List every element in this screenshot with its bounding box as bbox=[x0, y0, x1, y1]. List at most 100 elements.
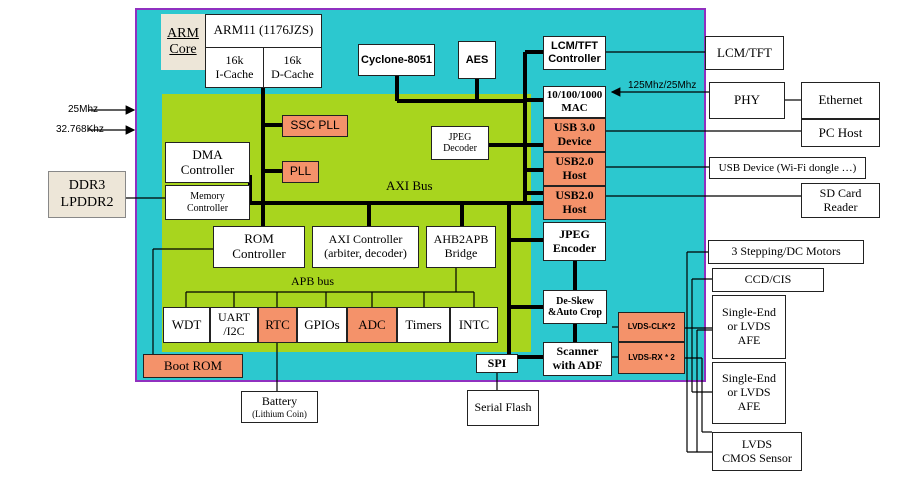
afe1-line2: or LVDS bbox=[727, 319, 771, 334]
pll-block: PLL bbox=[282, 161, 319, 183]
mac-line2: MAC bbox=[561, 102, 588, 114]
ddr-line1: DDR3 bbox=[68, 178, 106, 194]
usb2h2-line1: USB2.0 bbox=[555, 188, 594, 203]
lcm-tft-external-block: LCM/TFT bbox=[705, 36, 784, 70]
usb3-line1: USB 3.0 bbox=[553, 120, 596, 135]
usb3-line2: Device bbox=[557, 134, 592, 148]
dcache-block: 16k D-Cache bbox=[263, 47, 322, 88]
ahb-line1: AHB2APB bbox=[433, 232, 489, 247]
battery-line1: Battery bbox=[261, 393, 298, 408]
afe1-line1: Single-End bbox=[722, 305, 776, 320]
deskew-block: De-Skew &Auto Crop bbox=[543, 290, 607, 324]
jpeg-dec-line1: JPEG bbox=[448, 131, 472, 143]
rtc-block: RTC bbox=[258, 307, 297, 343]
phy-block: PHY bbox=[709, 82, 785, 119]
arm-core-line2: Core bbox=[169, 42, 197, 57]
mac-block: 10/100/1000 MAC bbox=[543, 86, 606, 118]
dcache-size: 16k bbox=[283, 52, 302, 67]
rom-controller-block: ROM Controller bbox=[213, 226, 305, 268]
dcache-label: D-Cache bbox=[271, 66, 314, 81]
memory-controller-block: Memory Controller bbox=[165, 185, 250, 220]
scanner-line2: with ADF bbox=[552, 358, 603, 372]
afe1-line3: AFE bbox=[737, 332, 761, 347]
arm-core-label: ARM Core bbox=[161, 14, 205, 70]
aes-block: AES bbox=[458, 41, 496, 79]
dma-line1: DMA bbox=[192, 146, 223, 162]
uart-i2c-block: UART /I2C bbox=[210, 307, 258, 343]
icache-size: 16k bbox=[225, 52, 244, 67]
ddr-line2: LPDDR2 bbox=[60, 194, 114, 210]
clock-25mhz-label: 25Mhz bbox=[68, 104, 99, 115]
gpios-block: GPIOs bbox=[297, 307, 347, 343]
usb2h-line2: Host bbox=[562, 168, 587, 182]
ssc-pll-block: SSC PLL bbox=[282, 115, 348, 137]
usb2h-line1: USB2.0 bbox=[555, 154, 594, 169]
axi-ctrl-line1: AXI Controller bbox=[328, 232, 403, 247]
afe2-line1: Single-End bbox=[722, 371, 776, 386]
apb-bus-label: APB bus bbox=[291, 274, 335, 288]
jpeg-decoder-block: JPEG Decoder bbox=[431, 126, 489, 160]
usb2h2-line2: Host bbox=[562, 202, 587, 216]
rom-line2: Controller bbox=[232, 246, 286, 261]
afe-block-2: Single-End or LVDS AFE bbox=[712, 362, 786, 424]
ahb-line2: Bridge bbox=[444, 246, 478, 260]
ethernet-block: Ethernet bbox=[801, 82, 880, 119]
dma-controller-block: DMA Controller bbox=[165, 142, 250, 183]
thick-bus-lines bbox=[248, 50, 577, 359]
memctrl-line1: Memory bbox=[190, 191, 225, 202]
motors-block: 3 Stepping/DC Motors bbox=[708, 240, 864, 264]
ccd-cis-block: CCD/CIS bbox=[712, 268, 824, 292]
jpeg-dec-line2: Decoder bbox=[443, 143, 477, 154]
axi-controller-block: AXI Controller (arbiter, decoder) bbox=[312, 226, 419, 268]
adc-block: ADC bbox=[347, 307, 397, 343]
battery-line2: (Lithium Coin) bbox=[252, 408, 307, 419]
jpeg-enc-line2: Encoder bbox=[552, 240, 597, 255]
afe-block-1: Single-End or LVDS AFE bbox=[712, 295, 786, 359]
axi-ctrl-line2: (arbiter, decoder) bbox=[324, 246, 407, 260]
mac-line1: 10/100/1000 bbox=[546, 89, 603, 102]
lcm-tft-controller-block: LCM/TFT Controller bbox=[543, 36, 606, 70]
serial-flash-block: Serial Flash bbox=[467, 390, 539, 426]
lcm-ctrl-line2: Controller bbox=[548, 53, 601, 65]
cyclone-8051-block: Cyclone-8051 bbox=[358, 44, 435, 76]
sd-line2: Reader bbox=[823, 199, 858, 214]
cmos-sensor-block: LVDS CMOS Sensor bbox=[712, 432, 802, 471]
uart-line1: UART bbox=[218, 310, 250, 325]
lvds-clk-block: LVDS-CLK*2 bbox=[618, 312, 685, 342]
deskew-line2: &Auto Crop bbox=[548, 307, 602, 318]
lcm-ctrl-line1: LCM/TFT bbox=[550, 40, 599, 53]
cmos-line2: CMOS Sensor bbox=[722, 450, 792, 465]
afe2-line2: or LVDS bbox=[727, 385, 771, 400]
usb2-host-block-2: USB2.0 Host bbox=[543, 186, 606, 220]
rom-line1: ROM bbox=[244, 231, 274, 247]
pc-host-block: PC Host bbox=[801, 119, 880, 147]
ddr-block: DDR3 LPDDR2 bbox=[48, 171, 126, 218]
thin-signal-lines bbox=[88, 51, 801, 453]
scanner-line1: Scanner bbox=[556, 344, 599, 359]
wdt-block: WDT bbox=[163, 307, 210, 343]
memctrl-line2: Controller bbox=[186, 202, 229, 214]
arm-core-line1: ARM bbox=[167, 25, 199, 41]
sd-card-reader-block: SD Card Reader bbox=[801, 183, 880, 218]
jpeg-encoder-block: JPEG Encoder bbox=[543, 222, 606, 261]
jpeg-enc-line1: JPEG bbox=[559, 226, 590, 241]
arm-cpu-title: ARM11 (1176JZS) bbox=[213, 22, 314, 37]
afe2-line3: AFE bbox=[737, 398, 761, 413]
ahb2apb-bridge-block: AHB2APB Bridge bbox=[426, 226, 496, 268]
clock-32khz-label: 32.768Khz bbox=[56, 124, 104, 135]
scanner-block: Scanner with ADF bbox=[543, 342, 612, 376]
lvds-rx-block: LVDS-RX * 2 bbox=[618, 342, 685, 374]
usb2-host-block-1: USB2.0 Host bbox=[543, 152, 606, 186]
usb-device-block: USB Device (Wi-Fi dongle …) bbox=[709, 157, 866, 179]
usb3-device-block: USB 3.0 Device bbox=[543, 118, 606, 152]
phy-clock-label: 125Mhz/25Mhz bbox=[628, 80, 697, 91]
icache-label: I-Cache bbox=[215, 66, 254, 81]
dma-line2: Controller bbox=[180, 161, 235, 177]
deskew-line1: De-Skew bbox=[556, 295, 594, 307]
icache-block: 16k I-Cache bbox=[205, 47, 264, 88]
axi-bus-label: AXI Bus bbox=[386, 178, 433, 193]
timers-block: Timers bbox=[397, 307, 450, 343]
sd-line1: SD Card bbox=[819, 185, 862, 200]
